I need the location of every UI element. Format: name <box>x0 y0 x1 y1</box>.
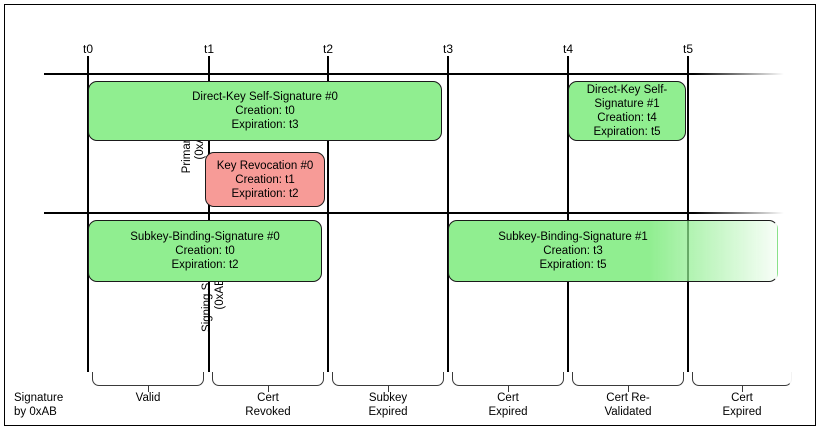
tick-label-t0: t0 <box>82 42 94 56</box>
signature-title: Subkey-Binding-Signature #0 <box>130 231 280 243</box>
signature-creation: Creation: t1 <box>235 173 295 186</box>
signature-creation: Creation: t0 <box>235 105 295 117</box>
signature-title: Key Revocation #0 <box>216 159 314 172</box>
tick-label-t2: t2 <box>322 42 334 56</box>
period-label-cert-revoked: Cert Revoked <box>245 392 291 418</box>
signature-creation: Creation: t3 <box>543 245 603 257</box>
signature-box-subkey-binding-signature-1[interactable]: Subkey-Binding-Signature #1 Creation: t3… <box>448 220 778 282</box>
period-label-cert-expired-1: Cert Expired <box>488 392 528 418</box>
period-bracket-cert-revoked <box>212 372 324 392</box>
signature-box-direct-key-self-signature-0[interactable]: Direct-Key Self-Signature #0 Creation: t… <box>88 81 442 141</box>
lane-rule-primary-top <box>44 73 784 75</box>
tick-line-t3 <box>447 56 449 372</box>
signature-creation: Creation: t4 <box>597 112 657 124</box>
tick-label-t5: t5 <box>682 42 694 56</box>
signature-title: Direct-Key Self- Signature #1 <box>586 84 668 110</box>
signature-expiration: Expiration: t2 <box>171 259 239 271</box>
period-label-valid: Valid <box>135 392 161 404</box>
period-bracket-cert-revalidated <box>572 372 684 392</box>
signature-box-direct-key-self-signature-1[interactable]: Direct-Key Self- Signature #1 Creation: … <box>568 81 686 141</box>
signature-creation: Creation: t0 <box>175 245 235 257</box>
tick-label-t4: t4 <box>562 42 574 56</box>
tick-line-t4 <box>567 56 569 372</box>
period-bracket-cert-expired-1 <box>452 372 564 392</box>
period-label-subkey-expired: Subkey Expired <box>368 392 408 418</box>
tick-line-t5 <box>687 56 689 372</box>
tick-line-t2 <box>327 56 329 372</box>
footer-row-label: Signature by 0xAB <box>14 392 64 418</box>
signature-title: Direct-Key Self-Signature #0 <box>192 91 338 103</box>
signature-expiration: Expiration: t3 <box>231 119 299 131</box>
diagram-frame <box>4 4 816 426</box>
period-label-cert-revalidated: Cert Re- Validated <box>604 392 652 418</box>
period-bracket-valid <box>92 372 204 392</box>
tick-line-t0 <box>87 56 89 372</box>
lane-rule-subkey-top <box>44 212 784 214</box>
period-bracket-subkey-expired <box>332 372 444 392</box>
signature-title: Subkey-Binding-Signature #1 <box>498 231 648 243</box>
signature-box-key-revocation-0[interactable]: Key Revocation #0 Creation: t1 Expiratio… <box>205 152 325 207</box>
tick-label-t1: t1 <box>203 42 215 56</box>
period-label-cert-expired-2: Cert Expired <box>722 392 762 418</box>
signature-expiration: Expiration: t5 <box>539 259 607 271</box>
signature-expiration: Expiration: t5 <box>593 126 661 138</box>
period-bracket-cert-expired-2 <box>692 372 792 392</box>
signature-box-subkey-binding-signature-0[interactable]: Subkey-Binding-Signature #0 Creation: t0… <box>88 220 322 282</box>
tick-line-t1 <box>208 56 210 372</box>
signature-expiration: Expiration: t2 <box>231 187 299 200</box>
tick-label-t3: t3 <box>442 42 454 56</box>
